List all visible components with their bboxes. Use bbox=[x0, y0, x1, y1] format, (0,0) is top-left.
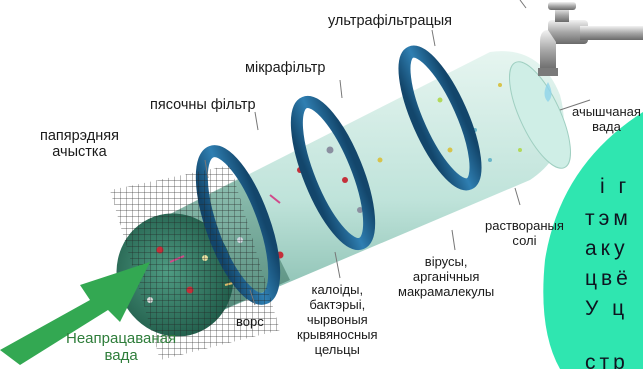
overlay-line-3: аку bbox=[585, 238, 629, 260]
overlay-line-1: і г bbox=[600, 176, 630, 198]
label-ultrafiltration: ультрафільтрацыя bbox=[328, 13, 452, 29]
label-microfilter: мікрафільтр bbox=[245, 60, 325, 76]
overlay-line-2: тэм bbox=[585, 208, 632, 230]
overlay-line-4: цвё bbox=[585, 268, 632, 290]
faucet-icon bbox=[538, 2, 643, 76]
label-raw-water: Неапрацаваная вада bbox=[66, 330, 176, 364]
label-lint: ворс bbox=[236, 314, 264, 329]
label-pretreatment: папярэдняя ачыстка bbox=[40, 128, 119, 160]
label-salts: раствораныя солі bbox=[485, 218, 564, 248]
label-colloids: калоіды, бактэрыі, чырвоныя крывяносныя … bbox=[297, 282, 378, 357]
label-sand-filter: пясочны фільтр bbox=[150, 97, 256, 113]
overlay-line-5: У ц bbox=[585, 298, 628, 320]
label-viruses: вірусы, арганічныя макрамалекулы bbox=[398, 254, 494, 299]
label-clean-water: ачышчаная вада bbox=[572, 104, 641, 134]
overlay-line-6: стр bbox=[585, 352, 629, 369]
